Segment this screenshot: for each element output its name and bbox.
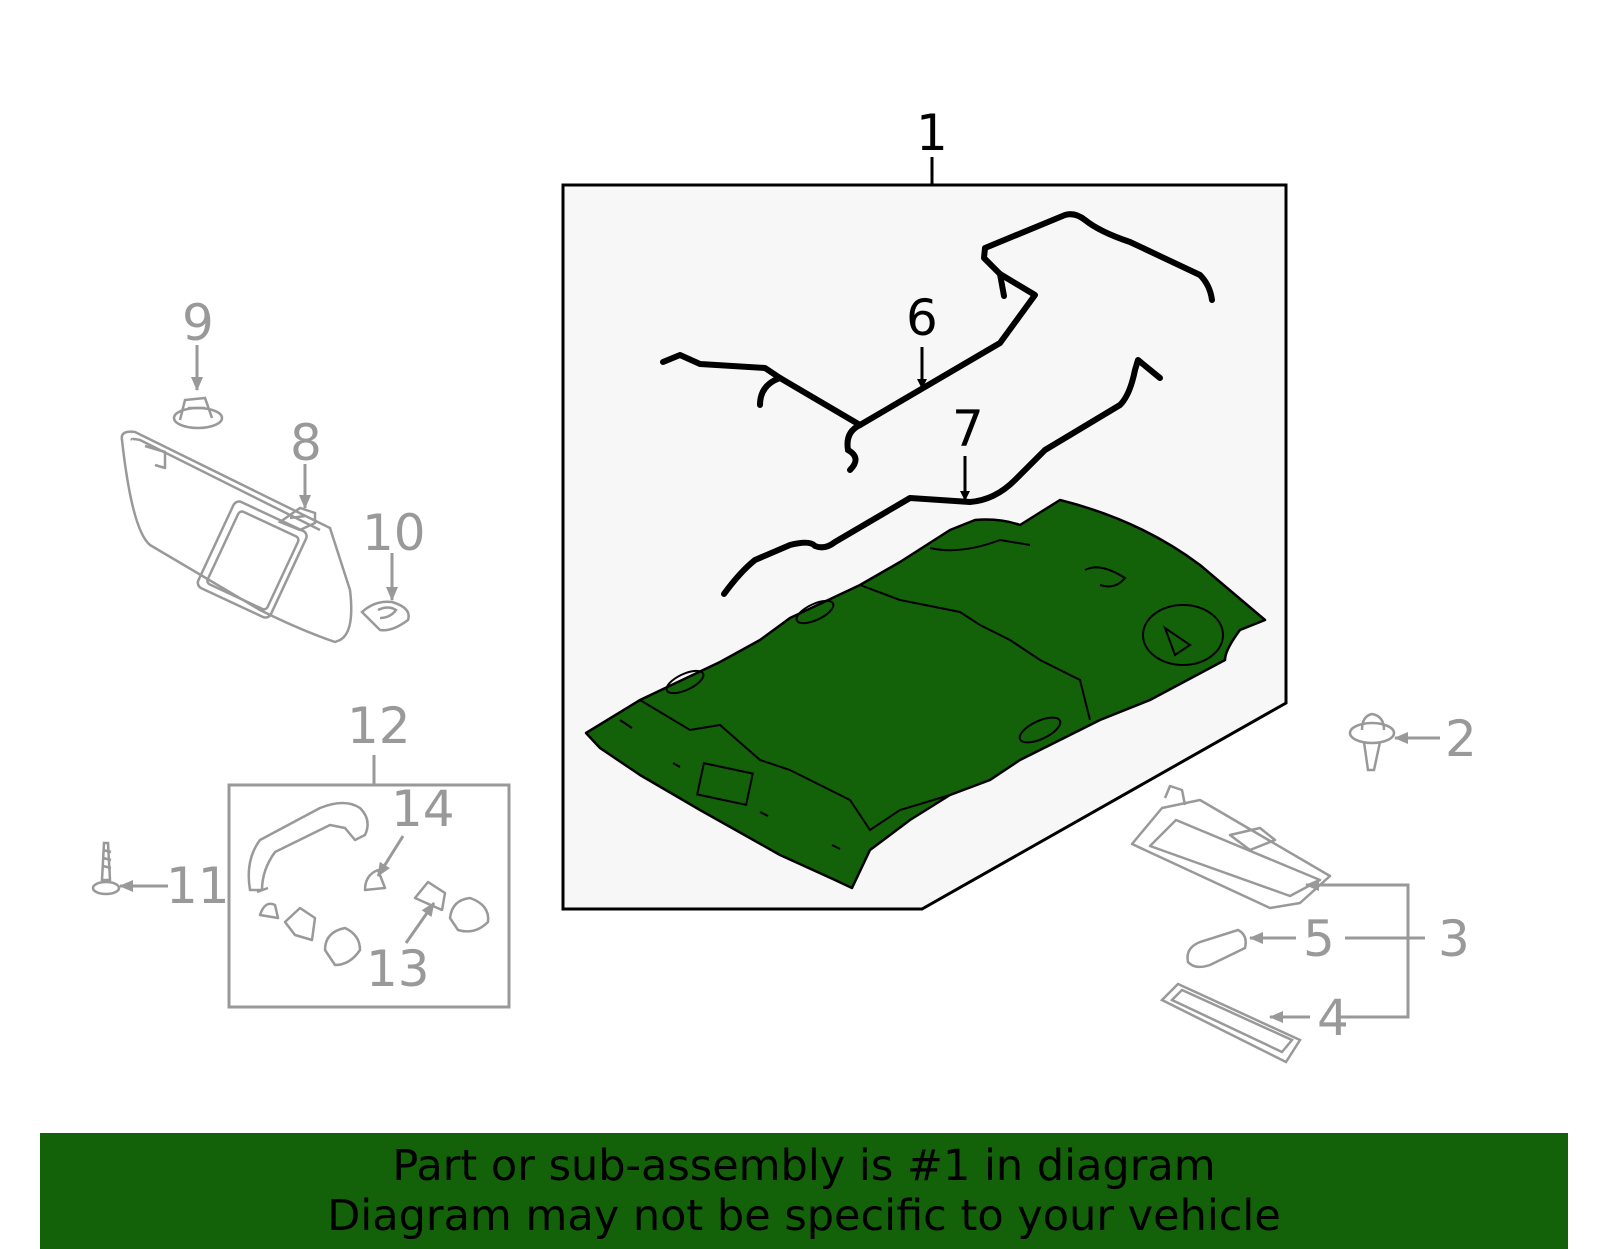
callout-2: 2 [1445, 710, 1477, 768]
visor-bracket-10 [360, 600, 410, 632]
callout-1: 1 [916, 104, 948, 162]
wiring-harness-6-branch [757, 271, 1007, 473]
callout-8: 8 [290, 414, 322, 472]
callout-4: 4 [1317, 989, 1349, 1047]
callout-13: 13 [366, 940, 430, 998]
callout-7: 7 [952, 400, 984, 458]
assembly-box-part-12 [227, 783, 511, 1009]
footer-banner: Part or sub-assembly is #1 in diagram Di… [40, 1133, 1568, 1249]
callout-12: 12 [347, 697, 411, 755]
wiring-harness-7 [721, 357, 1163, 597]
visor-hook-8 [277, 506, 317, 532]
leader-line-14 [376, 835, 405, 877]
headliner-details [619, 538, 1224, 850]
leader-bracket-3 [1308, 883, 1425, 1019]
visor-clip-9 [172, 396, 224, 430]
screw-11 [91, 841, 121, 896]
lens-4 [1159, 982, 1302, 1064]
dome-lamp-3 [1130, 784, 1332, 910]
headliner-part-1 [584, 498, 1267, 890]
wiring-harness-6 [660, 211, 1215, 428]
callout-3: 3 [1438, 910, 1470, 968]
bulb-5 [1186, 928, 1247, 969]
callout-6: 6 [906, 289, 938, 347]
footer-line-1: Part or sub-assembly is #1 in diagram [392, 1141, 1216, 1191]
callout-10: 10 [362, 504, 426, 562]
callout-9: 9 [182, 294, 214, 352]
footer-line-2: Diagram may not be specific to your vehi… [327, 1191, 1281, 1241]
callout-14: 14 [391, 780, 455, 838]
leader-line-13 [404, 902, 436, 944]
callout-11: 11 [166, 857, 230, 915]
clip-2 [1348, 712, 1396, 772]
sun-visor [120, 430, 353, 644]
callout-5: 5 [1303, 910, 1335, 968]
